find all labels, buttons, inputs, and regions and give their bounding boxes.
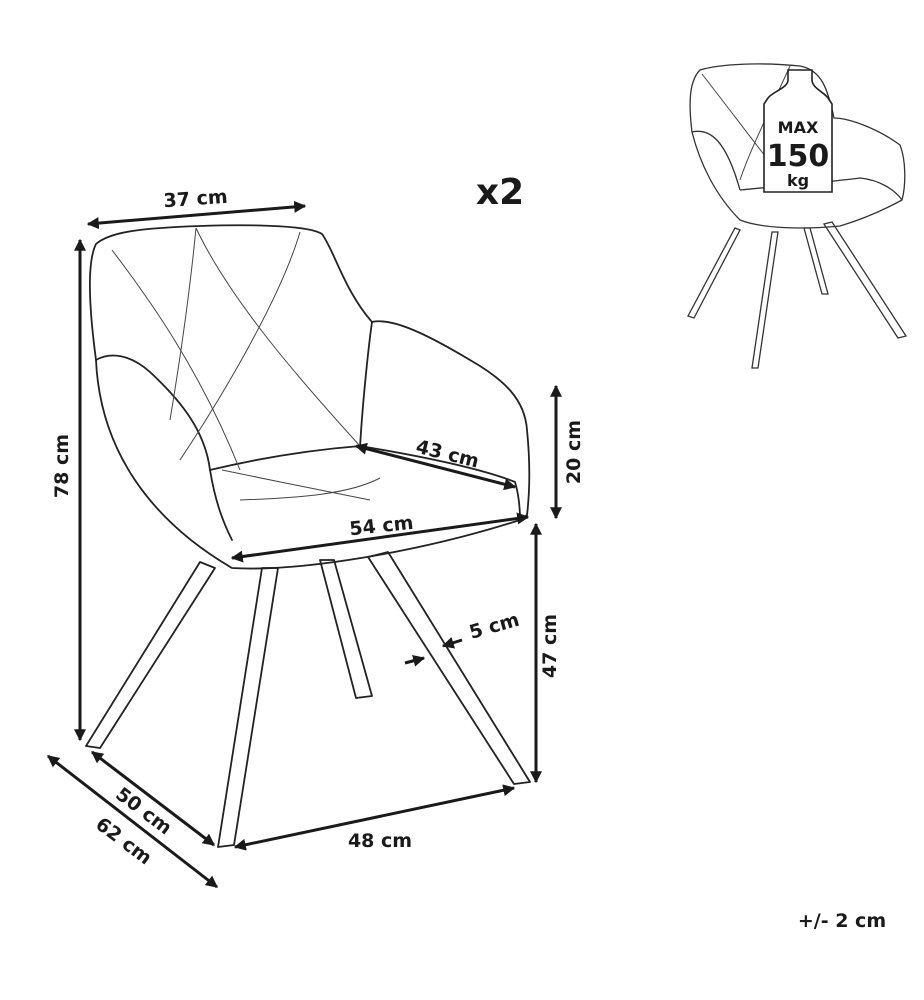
weight-max-label: MAX: [778, 118, 819, 137]
left-arm-inner: [95, 354, 211, 471]
dimension-labels: 37 cm 78 cm 20 cm 43 cm 54 cm 5 cm 47 cm…: [51, 186, 585, 869]
label-back-width: 37 cm: [163, 186, 229, 212]
label-seat-height: 47 cm: [539, 614, 561, 678]
small-leg-3: [803, 227, 829, 295]
quantity-label: x2: [476, 172, 524, 213]
arrow-total-depth: [47, 754, 218, 889]
weight-badge-icon: [763, 69, 833, 193]
small-chair-outline: [689, 63, 906, 229]
seat-cushion-front: [209, 469, 233, 541]
label-leg-width: 5 cm: [467, 609, 522, 644]
right-arm-inner: [359, 321, 373, 449]
dimension-arrows: [47, 200, 562, 889]
arrow-seat-width: [230, 512, 530, 563]
leg-front-center: [217, 567, 279, 848]
seam-6: [239, 477, 381, 501]
weight-value-label: 150: [767, 139, 830, 174]
weight-unit-label: kg: [787, 171, 809, 190]
label-armrest-height: 20 cm: [563, 420, 585, 484]
arrow-leg-width-right: [441, 637, 463, 649]
leg-back-center: [319, 559, 373, 699]
arrow-back-width: [86, 200, 307, 230]
seam-4: [169, 227, 197, 421]
label-total-height: 78 cm: [51, 434, 73, 498]
arrow-seat-depth: [354, 442, 517, 491]
small-seam-2: [739, 65, 791, 181]
arrow-leg-width-left: [404, 654, 426, 667]
label-seat-depth: 43 cm: [414, 436, 482, 473]
seam-5: [221, 469, 371, 501]
leg-back-right: [367, 551, 531, 785]
leg-front-left: [85, 561, 216, 749]
label-base-width: 48 cm: [348, 830, 412, 852]
chair-outline: [89, 224, 531, 521]
seam-1: [111, 249, 241, 471]
small-leg-2: [751, 231, 779, 369]
small-leg-4: [822, 221, 908, 339]
arrow-base-width: [233, 784, 516, 851]
small-chair-arm: [691, 130, 741, 191]
load-capacity-illustration: MAX 150 kg: [687, 63, 908, 369]
label-seat-width: 54 cm: [348, 512, 414, 541]
seam-3: [179, 231, 301, 461]
small-leg-1: [687, 227, 741, 319]
tolerance-label: +/- 2 cm: [798, 910, 886, 932]
seam-2: [195, 227, 361, 447]
main-chair-drawing: [85, 224, 531, 848]
